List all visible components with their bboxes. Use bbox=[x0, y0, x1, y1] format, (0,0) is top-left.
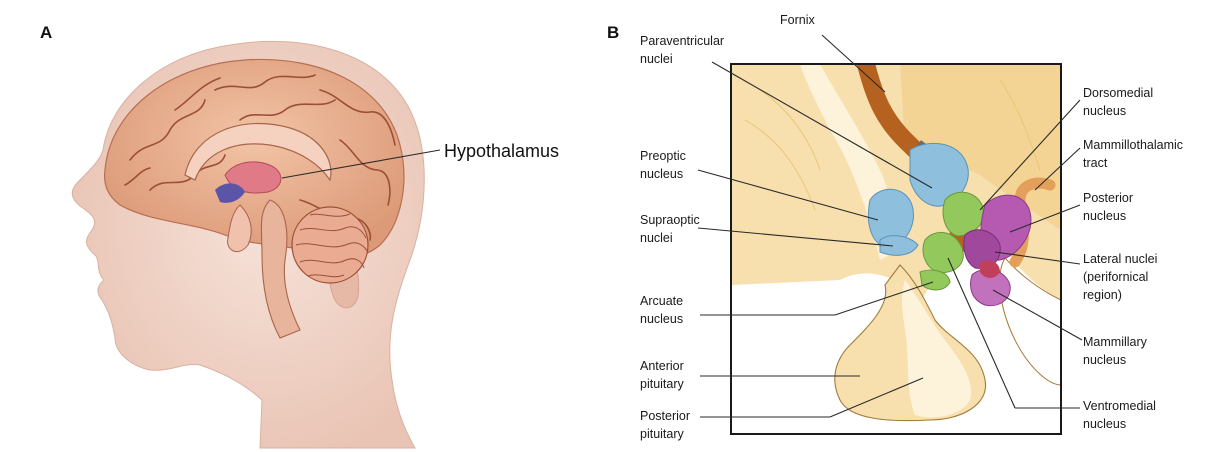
label-posterior-pituitary-2: pituitary bbox=[640, 427, 685, 441]
label-posterior-nucleus-1: Posterior bbox=[1083, 191, 1133, 205]
label-supraoptic-2: nuclei bbox=[640, 231, 673, 245]
label-anterior-pituitary-2: pituitary bbox=[640, 377, 685, 391]
label-preoptic-1: Preoptic bbox=[640, 149, 686, 163]
label-mammillary-1: Mammillary bbox=[1083, 335, 1148, 349]
label-mammillothalamic-1: Mammillothalamic bbox=[1083, 138, 1183, 152]
label-paraventricular-1: Paraventricular bbox=[640, 34, 724, 48]
label-dorsomedial-1: Dorsomedial bbox=[1083, 86, 1153, 100]
label-anterior-pituitary-1: Anterior bbox=[640, 359, 684, 373]
panel-b: B bbox=[607, 13, 1183, 441]
panel-a-letter: A bbox=[40, 23, 52, 42]
panel-a: A bbox=[40, 23, 559, 448]
panel-b-letter: B bbox=[607, 23, 619, 42]
label-supraoptic-1: Supraoptic bbox=[640, 213, 700, 227]
label-posterior-pituitary-1: Posterior bbox=[640, 409, 690, 423]
label-ventromedial-1: Ventromedial bbox=[1083, 399, 1156, 413]
label-arcuate-1: Arcuate bbox=[640, 294, 683, 308]
label-mammillothalamic-2: tract bbox=[1083, 156, 1108, 170]
label-preoptic-2: nucleus bbox=[640, 167, 683, 181]
label-posterior-nucleus-2: nucleus bbox=[1083, 209, 1126, 223]
label-fornix: Fornix bbox=[780, 13, 815, 27]
label-paraventricular-2: nuclei bbox=[640, 52, 673, 66]
label-dorsomedial-2: nucleus bbox=[1083, 104, 1126, 118]
label-lateral-3: region) bbox=[1083, 288, 1122, 302]
label-ventromedial-2: nucleus bbox=[1083, 417, 1126, 431]
label-arcuate-2: nucleus bbox=[640, 312, 683, 326]
label-lateral-2: (perifornical bbox=[1083, 270, 1148, 284]
label-lateral-1: Lateral nuclei bbox=[1083, 252, 1157, 266]
hypothalamus-label: Hypothalamus bbox=[444, 141, 559, 161]
cerebellum bbox=[292, 207, 368, 283]
label-mammillary-2: nucleus bbox=[1083, 353, 1126, 367]
